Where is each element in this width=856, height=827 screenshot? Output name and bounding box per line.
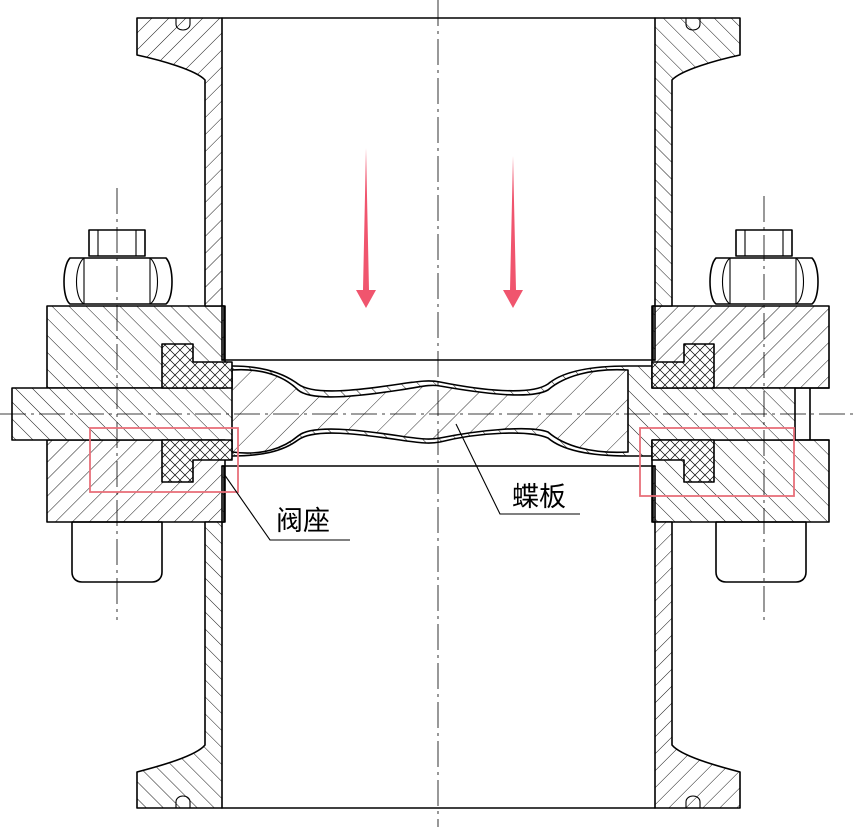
valve-seat-leader (223, 473, 350, 541)
right-bolt-head-bottom (715, 521, 807, 583)
butterfly-disc-label: 蝶板 (512, 482, 566, 513)
butterfly-disc (231, 368, 629, 454)
lower-pipe-right-wall (652, 465, 741, 809)
valve-seat-right (651, 343, 715, 483)
callout-box-left (89, 427, 239, 493)
upper-pipe-left-wall (136, 17, 225, 361)
flow-arrows (356, 148, 523, 308)
lower-pipe-left-wall (136, 465, 225, 809)
callout-box-right (639, 427, 795, 497)
butterfly-disc-leader (455, 423, 580, 515)
valve-seat-left (161, 343, 233, 483)
valve-seat-label: 阀座 (276, 506, 330, 537)
flow-arrow-left (356, 148, 376, 308)
flow-arrow-right (503, 156, 523, 308)
shaft-end (794, 387, 830, 441)
left-bolt-head-bottom (71, 521, 163, 583)
left-bolt-nut-top (63, 229, 173, 305)
right-bolt-nut-top (709, 229, 819, 305)
upper-pipe-right-wall (652, 17, 741, 361)
